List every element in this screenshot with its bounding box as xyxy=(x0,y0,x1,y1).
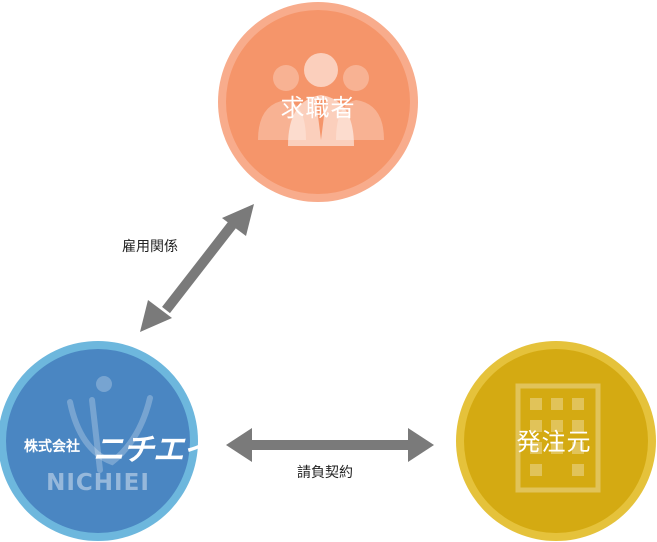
company-node xyxy=(0,341,198,541)
company-circle xyxy=(6,349,190,533)
company-name-label: 株式会社 xyxy=(24,439,80,455)
client-circle xyxy=(464,349,648,533)
company-roman-label: NICHIEI xyxy=(46,470,150,496)
employment-arrow xyxy=(140,204,254,332)
subcontract-arrow xyxy=(226,428,434,462)
company-brand-label: ニチエイ xyxy=(93,432,214,468)
subcontract-arrow-head-right xyxy=(408,428,434,462)
employment-edge-label: 雇用関係 xyxy=(122,239,178,255)
jobseeker-node xyxy=(218,2,418,202)
employment-arrow-head-bottom xyxy=(140,300,172,332)
company-logo-icon xyxy=(67,376,153,473)
jobseeker-label: 求職者 xyxy=(280,94,356,122)
employment-arrow-head-top xyxy=(222,204,254,236)
subcontract-arrow-head-left xyxy=(226,428,252,462)
subcontract-edge-label: 請負契約 xyxy=(297,465,353,481)
people-group-icon xyxy=(258,53,384,146)
building-icon xyxy=(515,383,601,493)
client-node xyxy=(456,341,656,541)
client-label: 発注元 xyxy=(516,428,592,456)
